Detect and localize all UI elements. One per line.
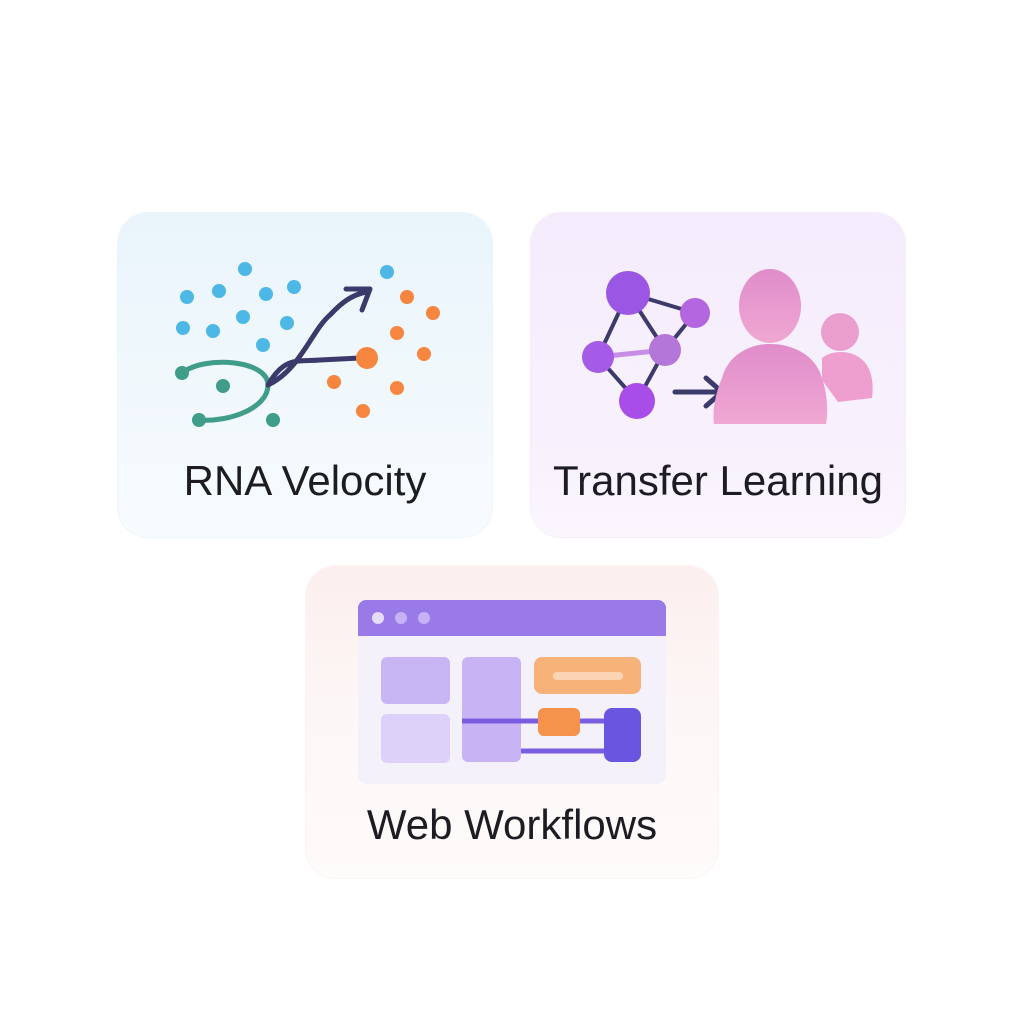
- card-label: RNA Velocity: [183, 457, 427, 504]
- card-label: Transfer Learning: [553, 457, 883, 504]
- card-label: Web Workflows: [366, 801, 658, 848]
